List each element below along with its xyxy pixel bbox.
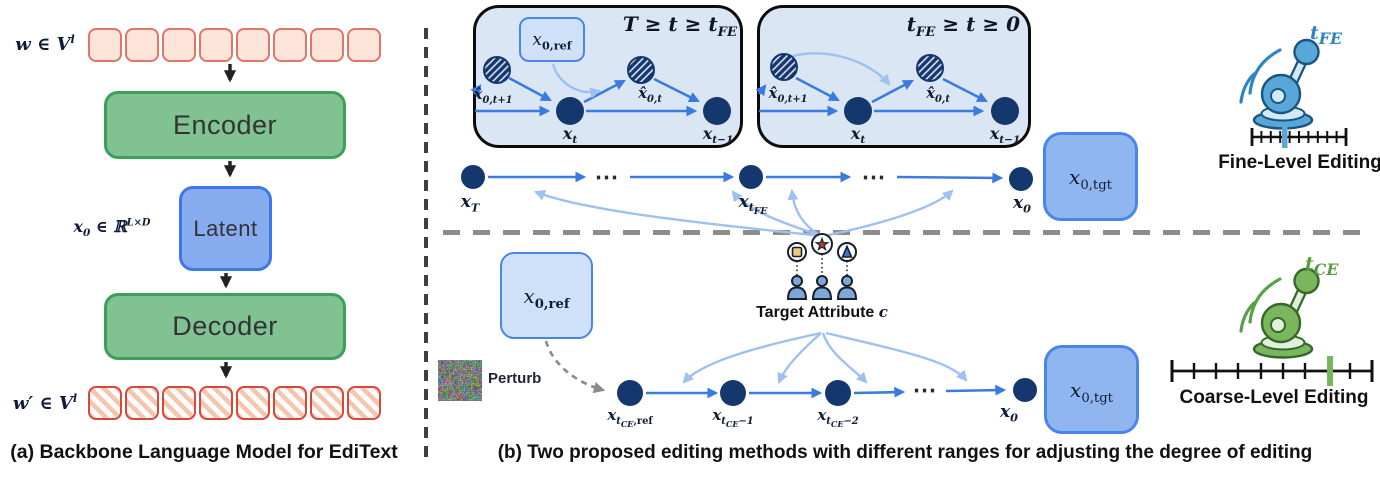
target-box-top: x0,tgt — [1043, 132, 1138, 221]
token — [162, 386, 196, 420]
ref-box-bottom: x0,ref — [500, 252, 593, 339]
coarse-joystick-icon — [1239, 267, 1320, 359]
encoder-box: Encoder — [104, 91, 346, 159]
fine-joystick-icon — [1239, 38, 1320, 130]
perturb-label: Perturb — [488, 370, 542, 387]
fine-ruler-marker — [1282, 126, 1288, 148]
token — [273, 386, 307, 420]
top-chain-dots-2: ⋯ — [861, 164, 887, 191]
node-label-xtFE: xtFE — [738, 192, 768, 218]
attribute-down-curves — [682, 331, 968, 385]
tFE-label: tFE — [1310, 22, 1343, 48]
node-label-xt-late: xt — [850, 124, 866, 147]
coarse-editing-caption: Coarse-Level Editing — [1179, 387, 1369, 408]
output-token-row — [88, 386, 381, 420]
node-label-xtm1-early: xt−1 — [702, 124, 734, 147]
fine-ruler — [1250, 126, 1348, 148]
token — [88, 386, 122, 420]
triangle-badge-icon — [841, 244, 853, 258]
node-label-xt-early: xt — [562, 124, 578, 147]
output-sequence-label: w′ ∈ Vl — [12, 392, 78, 414]
token — [125, 28, 159, 62]
token — [273, 28, 307, 62]
bottom-chain-dots: ⋯ — [912, 377, 938, 404]
coarse-ruler-marker — [1327, 356, 1333, 386]
top-chain-dots-1: ⋯ — [594, 164, 620, 191]
target-attribute-label: Target Attribute c — [756, 303, 888, 321]
star-badge-icon — [814, 236, 830, 252]
horizontal-divider — [443, 230, 1372, 235]
top-chain-arrows — [488, 171, 1004, 184]
token — [162, 28, 196, 62]
node-label-xtCE-m2: xtCE−2 — [817, 406, 859, 429]
coarse-ruler — [1170, 356, 1374, 386]
encoder-label: Encoder — [172, 109, 278, 140]
token — [310, 386, 344, 420]
latent-label: Latent — [193, 215, 258, 241]
token — [236, 28, 270, 62]
token — [347, 386, 381, 420]
node-label-x0-bottom: x0 — [1000, 402, 1018, 425]
caption-a: (a) Backbone Language Model for EdiText — [10, 441, 398, 463]
noise-thumbnail — [438, 360, 482, 401]
vertical-divider — [424, 28, 428, 464]
node-label-xhat-t-late: x̂0,t — [926, 84, 950, 105]
decoder-box: Decoder — [104, 293, 346, 360]
node-label-xT: xT — [460, 192, 480, 215]
node-label-xhat-next-late: x̂0,t+1 — [768, 84, 808, 105]
token — [310, 28, 344, 62]
input-token-row — [88, 28, 381, 62]
target-attribute-icon — [786, 233, 858, 300]
bottom-chain-arrows — [646, 384, 1007, 399]
token — [88, 28, 122, 62]
token — [236, 386, 270, 420]
people-icons — [786, 275, 858, 300]
tCE-label: tCE — [1305, 253, 1339, 279]
range-late-label: tFE ≥ t ≥ 0 — [906, 12, 1020, 40]
token — [199, 386, 233, 420]
node-label-xtCE-ref: xtCE,ref — [607, 406, 653, 429]
token — [199, 28, 233, 62]
fine-stage-early-panel — [473, 5, 743, 148]
range-early-label: T ≥ t ≥ tFE — [622, 12, 737, 40]
ref-mini-box: x0,ref — [519, 17, 585, 62]
node-label-xtCE-m1: xtCE−1 — [712, 406, 754, 429]
latent-dim-label: x0 ∈ ℝL×D — [73, 217, 151, 240]
fine-editing-caption: Fine-Level Editing — [1218, 152, 1380, 173]
caption-b: (b) Two proposed editing methods with di… — [497, 442, 1313, 463]
target-box-bottom: x0,tgt — [1044, 345, 1139, 434]
square-badge-icon — [791, 246, 803, 258]
node-label-x0-top: x0 — [1013, 193, 1031, 216]
input-sequence-label: w ∈ Vl — [15, 33, 75, 55]
node-label-xhat-t-early: x̂0,t — [638, 84, 662, 105]
node-label-xtm1-late: xt−1 — [989, 124, 1021, 147]
token — [347, 28, 381, 62]
token — [125, 386, 159, 420]
decoder-label: Decoder — [172, 311, 278, 341]
perturb-dashed-curve — [544, 340, 606, 394]
node-label-xhat-next-early: x̂0,t+1 — [473, 85, 513, 106]
latent-box: Latent — [179, 186, 272, 271]
